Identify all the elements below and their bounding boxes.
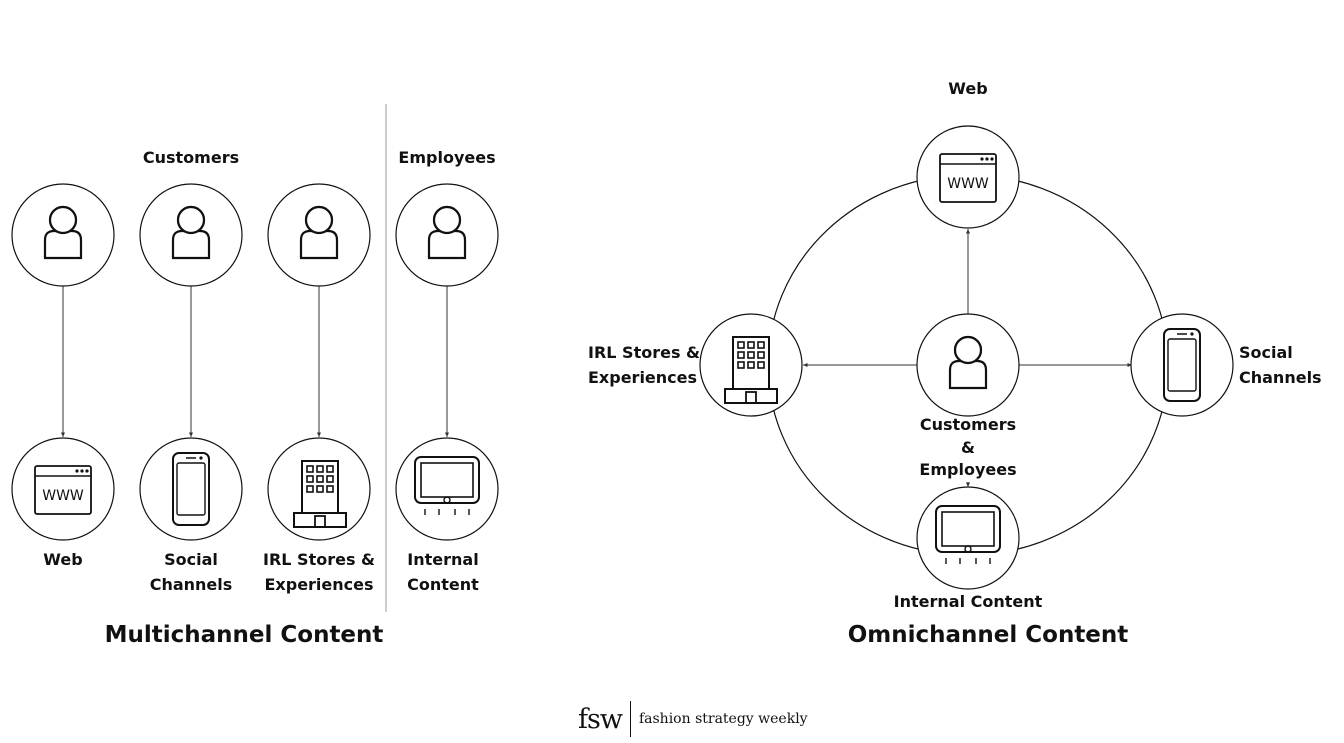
customers-label: Customers (142, 148, 240, 167)
channel-label-line1: Web (43, 550, 83, 569)
stores-node (267, 437, 371, 541)
person-icon (171, 205, 211, 260)
customer-node-2 (139, 183, 243, 287)
omni-center-node (916, 313, 1020, 417)
channel-label-social: Social Channels (121, 547, 261, 597)
person-icon (427, 205, 467, 260)
omni-stores-node (699, 313, 803, 417)
internal-node (395, 437, 499, 541)
customer-node-3 (267, 183, 371, 287)
omni-web-label: Web (948, 79, 988, 98)
social-node (139, 437, 243, 541)
channel-label-line2: Content (407, 575, 479, 594)
omnichannel-title: Omnichannel Content (847, 622, 1129, 648)
brand-name: fashion strategy weekly (638, 711, 808, 727)
channel-label-stores: IRL Stores & Experiences (249, 547, 389, 597)
channel-label-line1: Internal (407, 550, 479, 569)
employee-node (395, 183, 499, 287)
omni-stores-line1: IRL Stores & (588, 343, 700, 362)
channel-label-line2: Channels (149, 575, 233, 594)
channel-label-web: Web (3, 547, 123, 572)
channel-label-line1: IRL Stores & (263, 550, 375, 569)
omni-stores-label: IRL Stores & Experiences (588, 340, 708, 390)
omni-web-node (916, 125, 1020, 229)
omni-center-line1: Customers (919, 415, 1017, 434)
omni-social-label: Social Channels (1239, 340, 1339, 390)
omni-social-line1: Social (1239, 343, 1293, 362)
channel-label-line1: Social (164, 550, 218, 569)
omni-center-label: Customers & Employees (898, 414, 1038, 482)
customer-node-1 (11, 183, 115, 287)
omni-social-node (1130, 313, 1234, 417)
omni-center-line2: & (961, 437, 975, 457)
brand-divider (629, 701, 631, 737)
person-icon (43, 205, 83, 260)
person-icon (948, 335, 988, 390)
omni-internal-node (916, 486, 1020, 590)
person-icon (299, 205, 339, 260)
channel-label-internal: Internal Content (377, 547, 509, 597)
channel-label-line2: Experiences (264, 575, 374, 594)
brand-logo: fsw fashion strategy weekly (578, 700, 808, 738)
brand-mark: fsw (578, 703, 623, 735)
omni-stores-line2: Experiences (588, 368, 698, 387)
multichannel-title: Multichannel Content (104, 622, 384, 648)
omni-internal-label: Internal Content (893, 592, 1043, 611)
web-node (11, 437, 115, 541)
omni-social-line2: Channels (1239, 368, 1322, 387)
omni-center-line3: Employees (919, 460, 1017, 479)
employees-label: Employees (398, 148, 496, 167)
